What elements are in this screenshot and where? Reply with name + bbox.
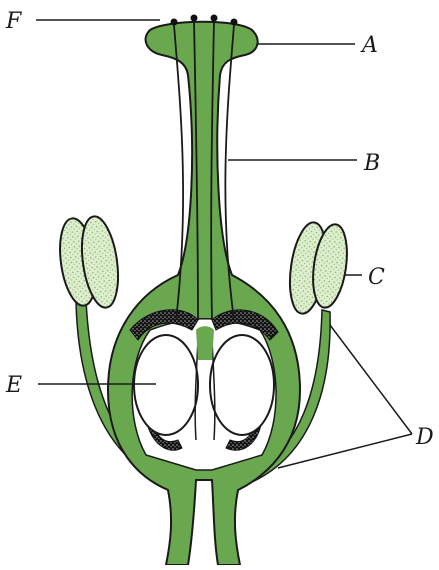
label-C: C xyxy=(368,265,385,290)
left-ovule xyxy=(134,335,198,435)
stigma-tip xyxy=(191,15,198,22)
label-F: F xyxy=(5,9,22,34)
pistil-body xyxy=(108,22,300,565)
leader-line-D1 xyxy=(330,325,412,434)
label-A: A xyxy=(360,33,378,58)
center-green-strip xyxy=(196,326,214,360)
stigma-tip xyxy=(211,15,218,22)
right-anther xyxy=(285,220,352,316)
label-D: D xyxy=(415,425,434,450)
label-E: E xyxy=(5,373,22,398)
label-B: B xyxy=(363,151,380,176)
stigma-tip xyxy=(171,19,178,26)
right-ovule xyxy=(210,335,274,435)
stigma-tip xyxy=(231,19,238,26)
left-anther xyxy=(55,214,123,310)
